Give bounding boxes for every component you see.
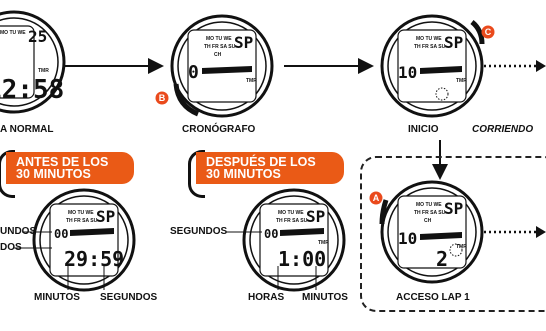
watch-after-time: 1:00 — [278, 247, 326, 271]
button-c-marker — [481, 25, 495, 39]
watch-before-days-bottom: TH FR SA SU — [66, 218, 98, 224]
banner-after-line2: 30 MINUTOS — [206, 167, 281, 181]
label-before-dos-cut: DOS — [0, 242, 22, 253]
watch-before-days-top: MO TU WE — [68, 210, 94, 216]
label-normal: A NORMAL — [0, 124, 54, 135]
label-before-seconds: SEGUNDOS — [100, 292, 158, 303]
button-b-letter: B — [159, 93, 166, 103]
watch-after-days-top: MO TU WE — [278, 210, 304, 216]
watch-normal-tmr: TMR — [38, 68, 49, 74]
banner-before-line1: ANTES DE LOS — [16, 155, 109, 169]
watch-normal: MO TU WE 25 TMR 12:58 — [0, 10, 66, 114]
watch-chrono-days-top: MO TU WE — [206, 36, 232, 42]
label-lap-access: ACCESO LAP 1 — [396, 292, 470, 303]
button-a-letter: A — [373, 193, 380, 203]
watch-chrono-tmr: TMR — [246, 78, 257, 84]
watch-lap-2: 2 — [436, 247, 448, 271]
watch-chrono-ch: CH — [214, 52, 222, 58]
label-chrono: CRONÓGRAFO — [182, 124, 256, 135]
watch-chrono-sp: SP — [234, 33, 253, 52]
label-after-minutes: MINUTOS — [302, 292, 348, 303]
button-b-marker — [155, 91, 169, 105]
watch-normal-date: 25 — [28, 27, 47, 46]
watch-lap-days-top: MO TU WE — [416, 202, 442, 208]
watch-start-tmr: TMR — [456, 78, 467, 84]
watch-start-sp: SP — [444, 33, 463, 52]
label-before-seconds-cut: UNDOS — [0, 226, 37, 237]
watch-lap-10: 10 — [398, 229, 417, 248]
watch-after-days-bottom: TH FR SA SU — [276, 218, 308, 224]
watch-chrono-days-bottom: TH FR SA SU — [204, 44, 236, 50]
watch-before-time: 29:59 — [64, 247, 124, 271]
watch-chrono: MO TU WE TH FR SA SU SP CH 0 TMR — [170, 14, 274, 118]
watch-after: MO TU WE TH FR SA SU SP 00 TMR 1:00 — [242, 188, 346, 292]
label-after-hours: HORAS — [248, 292, 285, 303]
bracket-after — [188, 150, 205, 198]
banner-after-line1: DESPUÉS DE LOS — [206, 155, 316, 169]
label-after-seconds: SEGUNDOS — [170, 226, 228, 237]
banner-before: ANTES DE LOS 30 MINUTOS — [6, 152, 134, 184]
lap-group-box — [360, 156, 546, 312]
watch-start-days-top: MO TU WE — [416, 36, 442, 42]
watch-before-00: 00 — [54, 227, 68, 241]
watch-chrono-zero: 0 — [188, 62, 199, 83]
banner-before-line2: 30 MINUTOS — [16, 167, 91, 181]
watch-after-00: 00 — [264, 227, 278, 241]
watch-lap-ch: CH — [424, 218, 432, 224]
button-a-marker — [369, 191, 383, 205]
bracket-before — [0, 150, 15, 198]
watch-lap-sp: SP — [444, 199, 463, 218]
watch-after-sp: SP — [306, 207, 325, 226]
button-c-letter: C — [485, 27, 492, 37]
label-corriendo: CORRIENDO — [472, 124, 534, 135]
watch-lap-days-bottom: TH FR SA SU — [414, 210, 446, 216]
watch-before: MO TU WE TH FR SA SU SP 00 29:59 — [32, 188, 136, 292]
watch-lap: MO TU WE TH FR SA SU SP CH 10 TMR 2 — [379, 180, 484, 284]
watch-start-10: 10 — [398, 63, 417, 82]
watch-normal-days-top: MO TU WE — [0, 30, 26, 36]
watch-before-sp: SP — [96, 207, 115, 226]
watch-after-tmr: TMR — [318, 240, 329, 246]
banner-after: DESPUÉS DE LOS 30 MINUTOS — [196, 152, 344, 184]
watch-start: MO TU WE TH FR SA SU SP 10 TMR — [380, 14, 485, 118]
watch-start-days-bottom: TH FR SA SU — [414, 44, 446, 50]
label-before-minutes: MINUTOS — [34, 292, 80, 303]
label-inicio: INICIO — [408, 124, 439, 135]
watch-normal-time: 12:58 — [0, 75, 64, 105]
